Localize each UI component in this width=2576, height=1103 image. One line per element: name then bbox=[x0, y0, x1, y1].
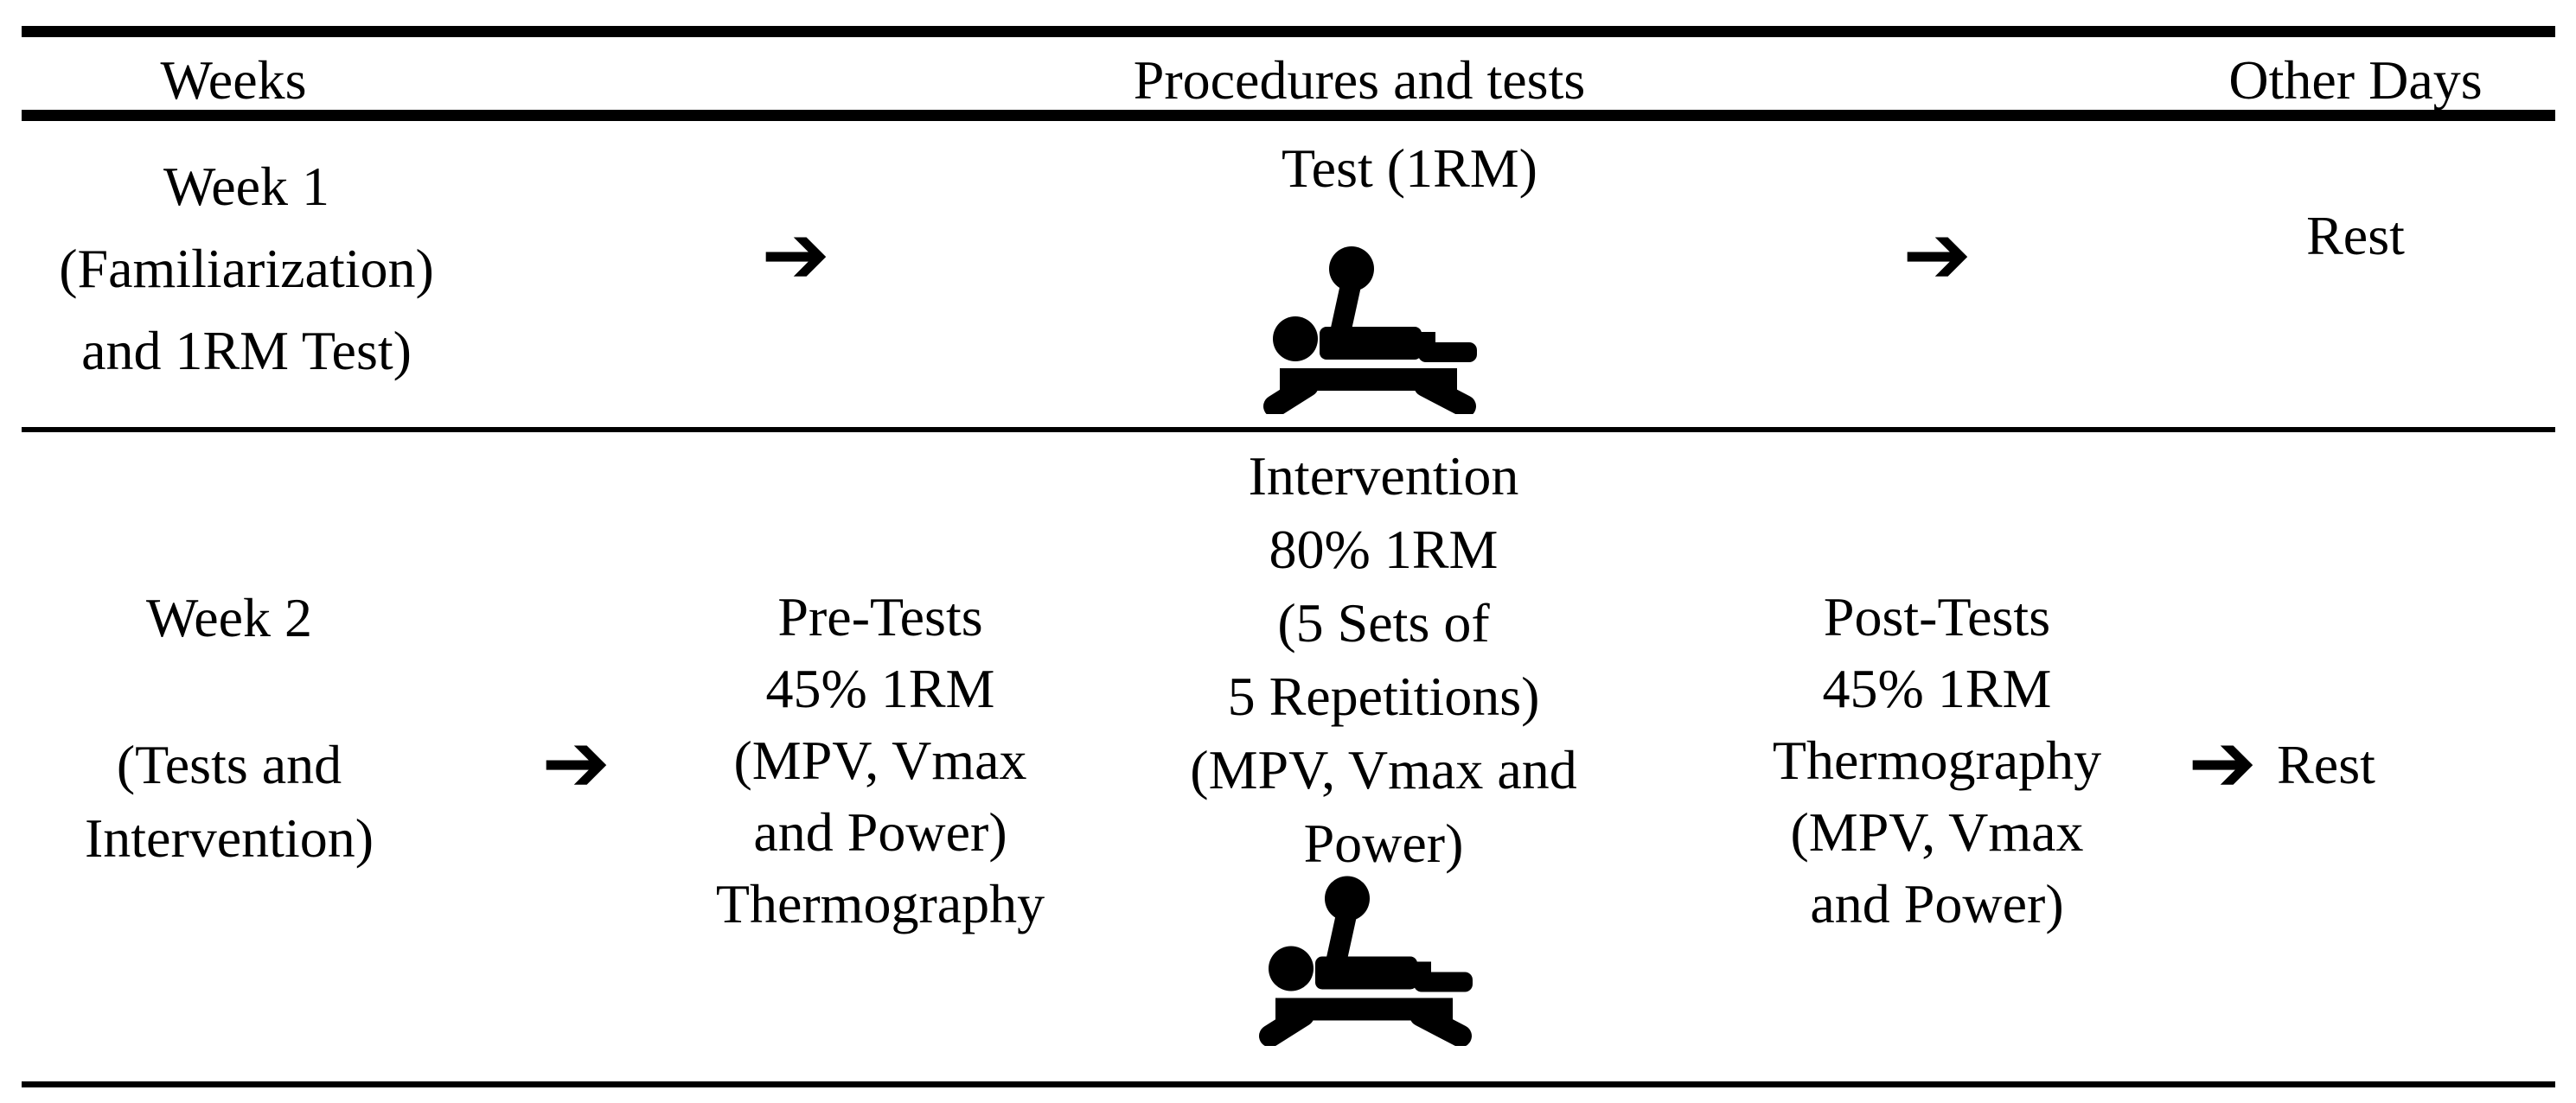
column-header-weeks: Weeks bbox=[160, 49, 307, 111]
right-arrow-icon: ➔ bbox=[1902, 207, 1972, 303]
row-divider-border bbox=[22, 427, 2555, 432]
week2-post-tests: Post-Tests 45% 1RM Thermography (MPV, Vm… bbox=[1772, 586, 2102, 934]
bench-press-icon bbox=[1254, 245, 1487, 414]
week2-intervention: Intervention 80% 1RM (5 Sets of 5 Repeti… bbox=[1190, 445, 1577, 874]
table-top-border bbox=[22, 26, 2555, 37]
bench-press-icon bbox=[1250, 873, 1483, 1046]
week2-pre-tests: Pre-Tests 45% 1RM (MPV, Vmax and Power) … bbox=[715, 586, 1045, 934]
week1-other-days: Rest bbox=[2306, 205, 2405, 266]
right-arrow-icon: ➔ bbox=[761, 207, 830, 303]
column-header-procedures-and-tests: Procedures and tests bbox=[1133, 49, 1586, 111]
header-bottom-border bbox=[22, 110, 2555, 121]
week1-label: Week 1 (Familiarization) and 1RM Test) bbox=[59, 156, 434, 381]
column-header-other-days: Other Days bbox=[2228, 49, 2483, 111]
right-arrow-icon: ➔ bbox=[2188, 715, 2257, 811]
week1-procedure-title: Test (1RM) bbox=[1282, 137, 1537, 199]
right-arrow-icon: ➔ bbox=[541, 715, 610, 811]
week2-label: Week 2 (Tests and Intervention) bbox=[84, 587, 374, 869]
table-bottom-border bbox=[22, 1081, 2555, 1087]
week2-other-days: Rest bbox=[2277, 734, 2375, 795]
